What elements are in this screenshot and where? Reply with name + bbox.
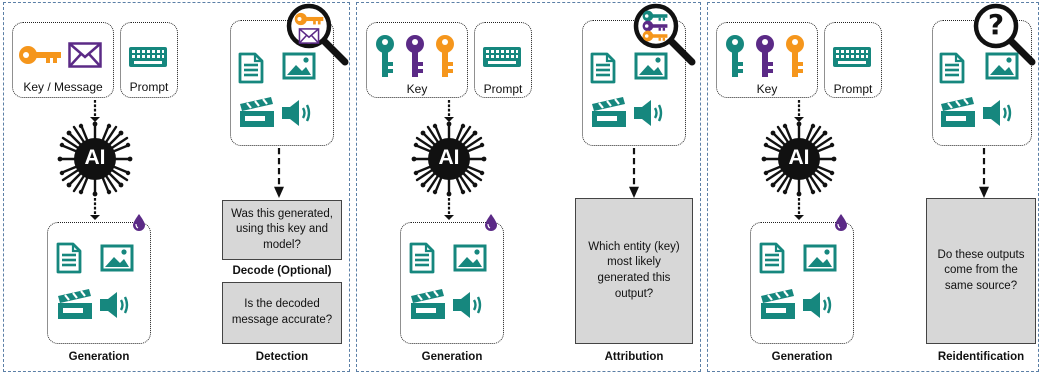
document-icon [759, 242, 785, 274]
keyboard-icon [832, 46, 872, 68]
arrow-down-icon [443, 198, 455, 220]
ai-label: AI [438, 146, 460, 169]
envelope-icon [298, 28, 320, 44]
generation-label: Generation [771, 351, 833, 363]
purple-key-icon [755, 34, 775, 78]
teal-key-icon [375, 34, 395, 78]
orange-key-icon [435, 34, 455, 78]
audio-speaker-icon [280, 98, 314, 128]
decode-question-box: Is the decoded message accurate? [222, 282, 342, 344]
image-icon [803, 244, 837, 272]
detection-question-box: Was this generated, using this key and m… [222, 200, 342, 260]
image-icon [453, 244, 487, 272]
arrow-down-icon [978, 148, 990, 198]
orange-key-icon [785, 34, 805, 78]
generated-output-box [750, 222, 854, 344]
audio-speaker-icon [632, 98, 666, 128]
orange-key-icon [18, 45, 62, 65]
video-clapper-icon [409, 288, 447, 320]
watermark-drop-icon [834, 213, 848, 231]
panel-attribution [356, 2, 701, 372]
panel-detection [3, 2, 350, 372]
ai-label: AI [788, 146, 810, 169]
arrow-down-icon [443, 100, 455, 122]
generation-label: Generation [421, 351, 483, 363]
audio-speaker-icon [98, 290, 132, 320]
reidentification-label: Reidentification [937, 351, 1025, 363]
panel-reidentification [707, 2, 1039, 372]
generated-output-box [47, 222, 151, 344]
arrow-down-icon [628, 148, 640, 198]
watermark-drop-icon [132, 213, 146, 231]
question-mark-icon: ? [987, 8, 1005, 41]
arrow-down-icon [89, 100, 101, 122]
image-icon [100, 244, 134, 272]
arrow-down-icon [793, 100, 805, 122]
purple-key-icon [405, 34, 425, 78]
arrow-down-icon [793, 198, 805, 220]
teal-key-icon [725, 34, 745, 78]
reidentification-question-box: Do these outputs come from the same sour… [926, 198, 1036, 344]
video-clapper-icon [590, 96, 628, 128]
key-label: Key [406, 82, 428, 96]
decode-label: Decode (Optional) [232, 265, 332, 277]
attribution-question-box: Which entity (key) most likely generated… [575, 198, 693, 344]
video-clapper-icon [238, 96, 276, 128]
keyboard-icon [128, 46, 168, 68]
watermark-drop-icon [484, 213, 498, 231]
document-icon [409, 242, 435, 274]
ai-label: AI [84, 146, 106, 169]
video-clapper-icon [939, 96, 977, 128]
prompt-label: Prompt [833, 82, 873, 96]
arrow-down-icon [273, 148, 285, 198]
detection-label: Detection [255, 351, 309, 363]
prompt-label: Prompt [483, 82, 523, 96]
generated-output-box [400, 222, 504, 344]
document-icon [56, 242, 82, 274]
keyboard-icon [482, 46, 522, 68]
document-icon [939, 52, 965, 84]
document-icon [238, 52, 264, 84]
attribution-label: Attribution [604, 351, 664, 363]
audio-speaker-icon [981, 98, 1015, 128]
audio-speaker-icon [801, 290, 835, 320]
key-message-label: Key / Message [23, 80, 103, 94]
magnifier-icon [973, 3, 1036, 66]
arrow-down-icon [89, 198, 101, 220]
orange-key-icon [294, 12, 324, 26]
audio-speaker-icon [451, 290, 485, 320]
video-clapper-icon [759, 288, 797, 320]
orange-key-icon [642, 30, 668, 42]
generation-label: Generation [68, 351, 130, 363]
document-icon [590, 52, 616, 84]
key-label: Key [756, 82, 778, 96]
video-clapper-icon [56, 288, 94, 320]
envelope-icon [68, 42, 102, 68]
prompt-label: Prompt [129, 80, 169, 94]
